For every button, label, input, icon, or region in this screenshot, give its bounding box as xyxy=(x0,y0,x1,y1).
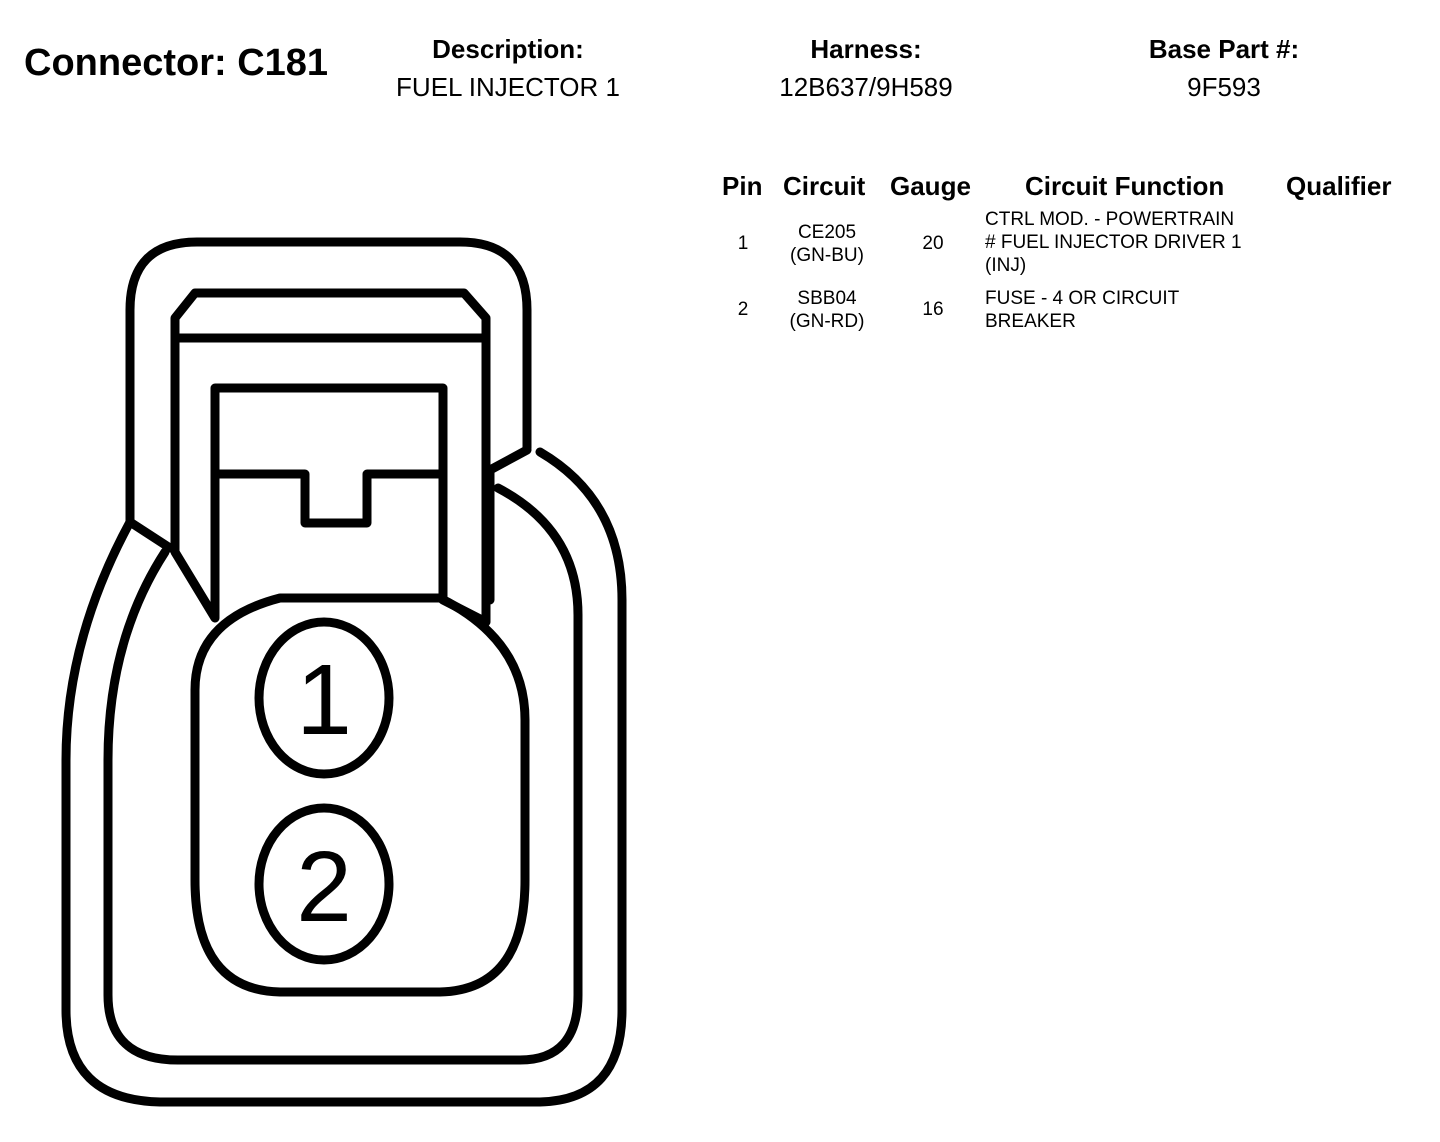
pin-1-circle xyxy=(254,617,394,779)
column-header-circuit-function: Circuit Function xyxy=(1025,171,1225,201)
column-header-circuit: Circuit xyxy=(783,171,866,201)
circuit-color: (GN-BU) xyxy=(790,245,864,266)
housing-outer-lower-outline xyxy=(61,447,627,1107)
description-label: Description: xyxy=(432,34,584,64)
pin-2-label: 2 xyxy=(296,831,352,943)
column-header-gauge: Gauge xyxy=(890,171,971,201)
harness-label: Harness: xyxy=(810,34,922,64)
function-line: CTRL MOD. - POWERTRAIN xyxy=(985,209,1235,230)
pin-number-cell: 2 xyxy=(737,299,749,320)
function-line: (INJ) xyxy=(985,255,1027,276)
column-header-pin: Pin xyxy=(722,171,763,201)
latch-key-notch xyxy=(210,469,448,528)
circuit-code: SBB04 xyxy=(797,288,857,309)
harness-block: Harness: 12B637/9H589 xyxy=(716,32,1016,108)
gauge-cell: 20 xyxy=(922,233,944,254)
connector-title: Connector: C181 xyxy=(24,42,329,84)
description-value: FUEL INJECTOR 1 xyxy=(396,72,620,102)
column-header-qualifier: Qualifier xyxy=(1286,171,1392,201)
function-line: BREAKER xyxy=(985,311,1076,332)
base-part-value: 9F593 xyxy=(1187,72,1261,102)
pin-2-circle xyxy=(254,803,394,965)
circuit-color: (GN-RD) xyxy=(789,311,865,332)
housing-outer-left-outline xyxy=(125,237,532,553)
housing-inner-lower-outline xyxy=(103,483,583,1065)
circuit-code: CE205 xyxy=(797,222,857,243)
gauge-cell: 16 xyxy=(922,299,944,320)
circuit-cell: SBB04 (GN-RD) xyxy=(772,287,882,333)
harness-value: 12B637/9H589 xyxy=(779,72,953,102)
base-part-block: Base Part #: 9F593 xyxy=(1074,32,1374,108)
pin-1-label: 1 xyxy=(296,644,352,756)
pin-number-cell: 1 xyxy=(737,233,749,254)
base-part-label: Base Part #: xyxy=(1148,34,1300,64)
connector-face-diagram: 1 2 xyxy=(61,237,627,1107)
circuit-function-cell: CTRL MOD. - POWERTRAIN # FUEL INJECTOR D… xyxy=(985,208,1242,277)
function-line: FUSE - 4 OR CIRCUIT xyxy=(985,288,1180,309)
circuit-cell: CE205 (GN-BU) xyxy=(772,221,882,267)
housing-notch-right xyxy=(485,445,532,605)
circuit-function-cell: FUSE - 4 OR CIRCUIT BREAKER xyxy=(985,287,1179,333)
function-line: # FUEL INJECTOR DRIVER 1 xyxy=(985,232,1242,253)
pin-cavity-outline xyxy=(190,593,530,997)
description-block: Description: FUEL INJECTOR 1 xyxy=(358,32,658,108)
